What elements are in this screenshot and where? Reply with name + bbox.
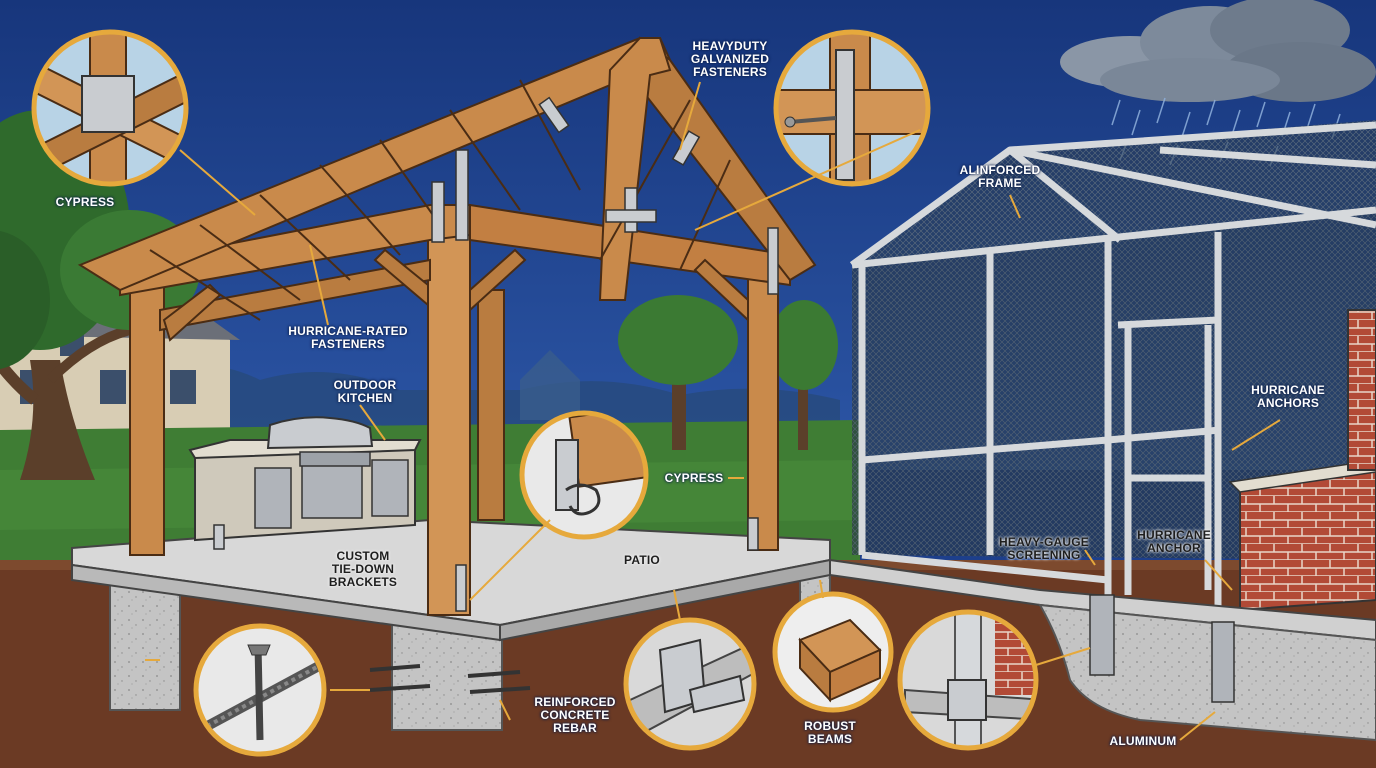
brick-wall <box>1228 309 1376 612</box>
rebar-icon <box>369 664 531 694</box>
callout-post-base <box>522 413 646 537</box>
label-cypress-top: CYPRESS <box>55 195 115 209</box>
label-hurricane-anchor: HURRICANE ANCHOR <box>1137 528 1211 555</box>
label-heavy-gauge-screening: HEAVY-GAUGE SCREENING <box>999 535 1089 562</box>
label-heavy-duty-fasteners: HEAVYDUTY GALVANIZED FASTENERS <box>690 39 770 79</box>
callout-top-left-joint <box>34 32 186 184</box>
enclosure-slab <box>829 558 1376 742</box>
storm-cloud-icon <box>1060 0 1376 102</box>
bracket-icon <box>213 96 779 612</box>
label-custom-tie-down: CUSTOM TIE-DOWN BRACKETS <box>328 549 398 589</box>
callout-anchor-plate <box>626 620 754 748</box>
outdoor-kitchen <box>188 416 422 542</box>
label-reinforced-concrete-rebar: REINFORCED CONCRETE REBAR <box>534 695 616 735</box>
pavilion-timber-frame <box>77 36 817 616</box>
tree-mid2 <box>770 300 838 450</box>
label-patio: PATIO <box>624 553 660 567</box>
label-hurricane-anchors: HURRICANE ANCHORS <box>1251 383 1325 410</box>
label-cypress-post: CYPRESS <box>664 471 724 485</box>
callout-beam-block <box>775 594 891 710</box>
label-outdoor-kitchen: OUTDOOR KITCHEN <box>333 378 397 405</box>
screw-icon <box>784 116 837 128</box>
leader-lines <box>145 81 1281 741</box>
label-reinforced-frame: ALINFORCED FRAME <box>959 163 1041 190</box>
label-robust-beams: ROBUST BEAMS <box>804 719 856 746</box>
tree-mid <box>618 295 738 450</box>
callout-top-right-fastener <box>776 32 928 184</box>
house-right-silhouette <box>520 350 580 420</box>
screen-enclosure <box>849 120 1376 610</box>
label-hurricane-rated-fasteners: HURRICANE-RATED FASTENERS <box>288 324 408 351</box>
callout-rebar-screw <box>196 626 324 754</box>
label-aluminum: ALUMINUM <box>1109 734 1177 748</box>
